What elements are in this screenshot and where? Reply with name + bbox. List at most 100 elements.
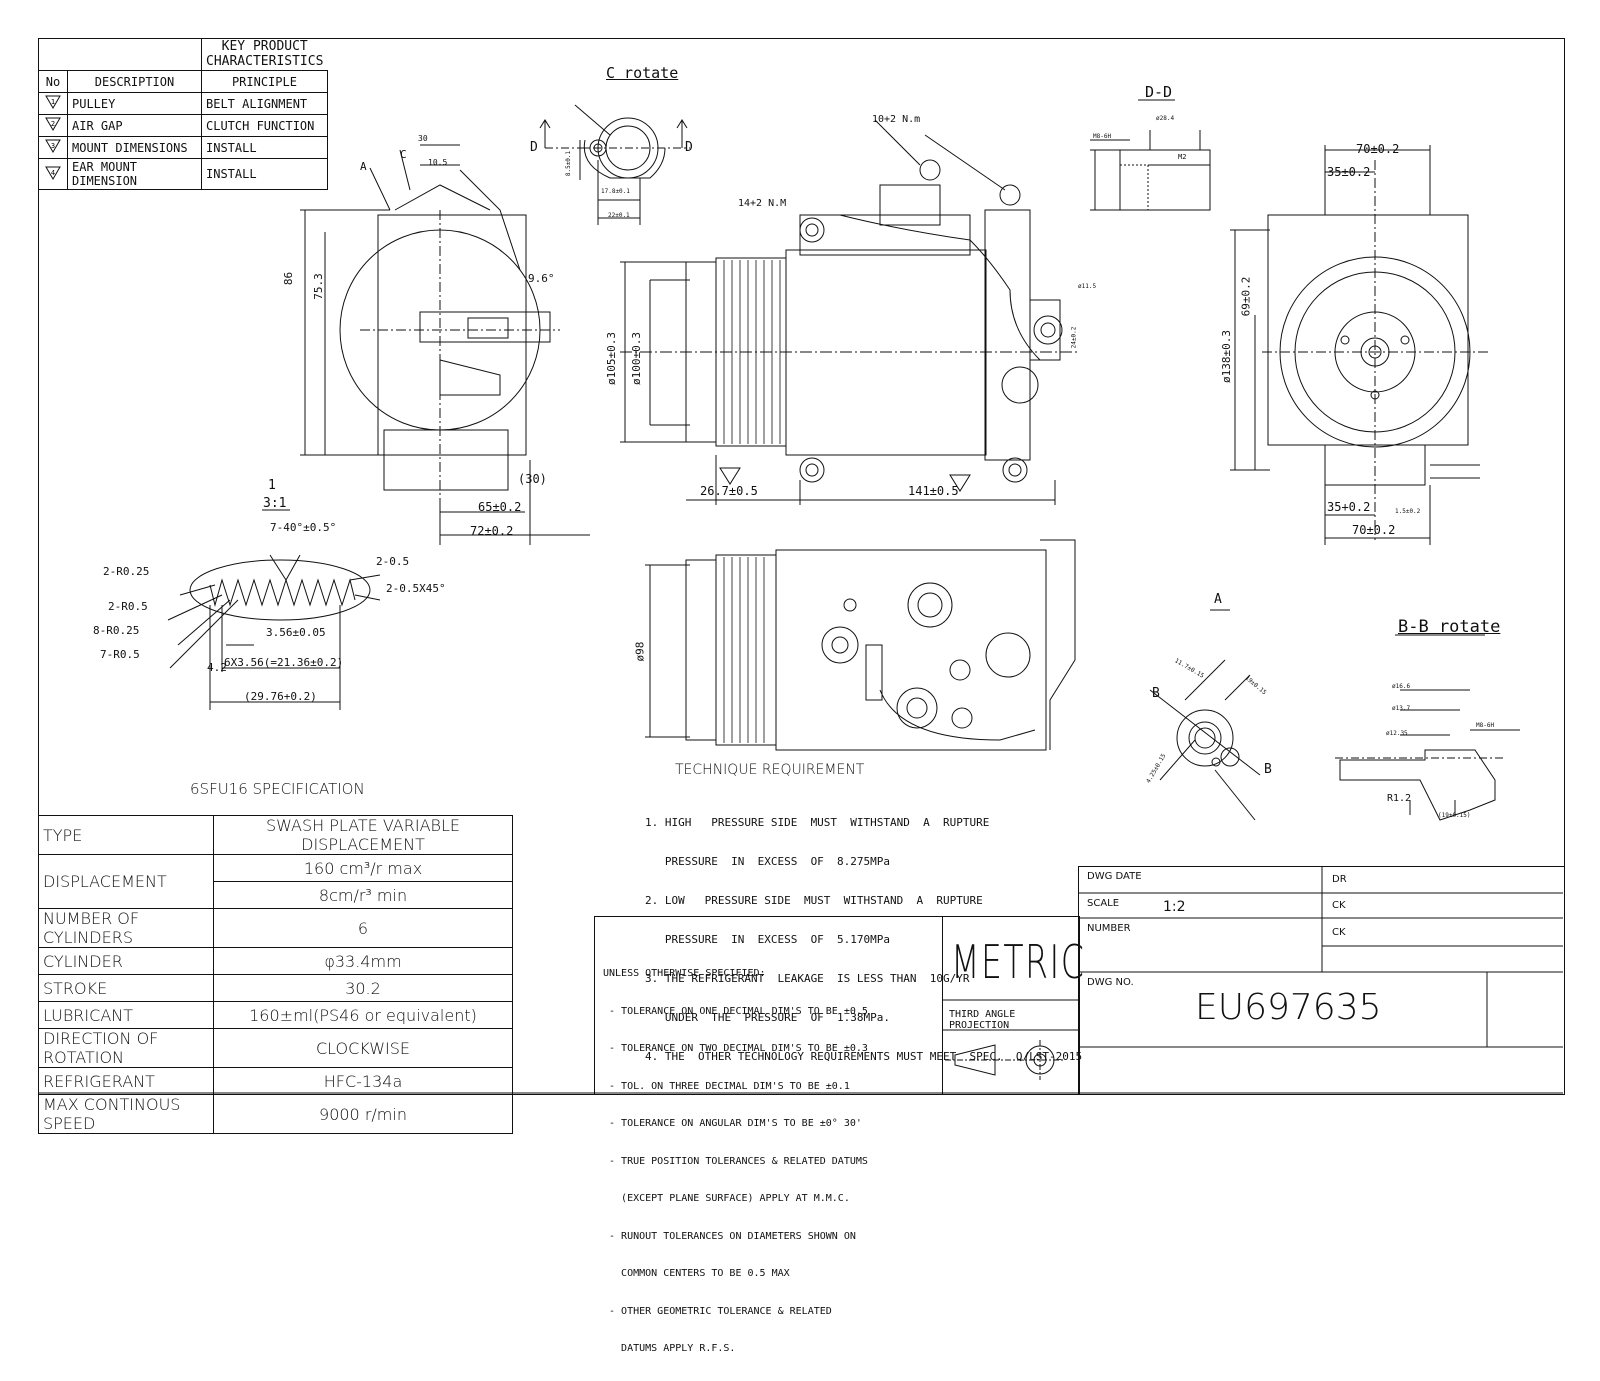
dim-lower-d98: ø98 bbox=[633, 641, 647, 662]
tolerance-line: UNLESS OTHERWISE SPECIFIED: bbox=[603, 968, 766, 979]
dd-view bbox=[1090, 99, 1211, 211]
svg-text:1: 1 bbox=[51, 98, 55, 106]
kpc-description: MOUNT DIMENSIONS bbox=[67, 136, 202, 159]
scale-label: SCALE bbox=[1087, 898, 1120, 909]
kpc-triangle-icon: 2 bbox=[45, 117, 61, 131]
lower-view bbox=[645, 539, 1076, 751]
spec-label: LUBRICANT bbox=[38, 1001, 214, 1029]
dim-torque-2: 14+2 N.M bbox=[738, 198, 787, 209]
groove-detail bbox=[167, 509, 381, 710]
dim-right-69: 69±0.2 bbox=[1239, 276, 1253, 317]
detail-scale: 3:1 bbox=[263, 496, 287, 511]
dim-c-22: 22±0.1 bbox=[608, 212, 630, 219]
technique-title: TECHNIQUE REQUIREMENT bbox=[675, 762, 865, 778]
spec-label: DIRECTION OF ROTATION bbox=[38, 1028, 214, 1068]
kpc-triangle-icon: 4 bbox=[45, 166, 61, 180]
dim-right-15: 1.5±0.2 bbox=[1395, 508, 1421, 515]
table-row: 2 AIR GAP CLUTCH FUNCTION bbox=[38, 114, 328, 137]
spec-label: MAX CONTINOUS SPEED bbox=[38, 1094, 214, 1134]
dim-groove-8r025: 8-R0.25 bbox=[93, 624, 140, 637]
dim-groove-2976: (29.76+0.2) bbox=[244, 690, 317, 703]
kpc-triangle-icon: 3 bbox=[45, 139, 61, 153]
spec-title: 6SFU16 SPECIFICATION bbox=[190, 780, 365, 798]
spec-value: 30.2 bbox=[213, 974, 513, 1002]
title-block: DWG DATE DR SCALE 1:2 CK NUMBER CK DWG N… bbox=[1078, 866, 1565, 1095]
title-block-grid bbox=[942, 866, 1563, 1048]
dim-dd-28: ø28.4 bbox=[1156, 115, 1175, 122]
dim-groove-356: 3.56±0.05 bbox=[266, 626, 326, 639]
spec-value: φ33.4mm bbox=[213, 947, 513, 975]
kpc-title: KEY PRODUCT CHARACTERISTICS bbox=[201, 38, 328, 71]
technique-line: PRESSURE IN EXCESS OF 8.275MPa bbox=[645, 855, 891, 868]
dim-side-105: 10.5 bbox=[428, 158, 448, 167]
dim-groove-42: 4.2 bbox=[207, 661, 227, 674]
kpc-description: EAR MOUNT DIMENSION bbox=[67, 158, 202, 190]
dim-267: 26.7±0.5 bbox=[700, 484, 758, 498]
dim-side-86: 86 bbox=[282, 271, 296, 286]
spec-label: CYLINDER bbox=[38, 947, 214, 975]
projection-symbol bbox=[945, 1040, 1065, 1080]
a-view bbox=[1149, 609, 1261, 821]
dim-groove-r025: 2-R0.25 bbox=[103, 565, 150, 578]
spec-value: HFC-134a bbox=[213, 1067, 513, 1095]
spec-value: SWASH PLATE VARIABLE DISPLACEMENT bbox=[213, 815, 513, 855]
tolerance-line: DATUMS APPLY R.F.S. bbox=[603, 1343, 736, 1354]
dim-side-753: 75.3 bbox=[311, 273, 325, 300]
tolerance-line: - TOLERANCE ON TWO DECIMAL DIM'S TO BE ±… bbox=[603, 1043, 868, 1054]
dwg-number: EU697635 bbox=[1195, 987, 1382, 1028]
svg-text:3: 3 bbox=[51, 142, 55, 150]
dim-24: 24±0.2 bbox=[1070, 326, 1078, 349]
spec-value: 160 cm³/r max bbox=[213, 854, 513, 882]
dim-right-35-top: 35±0.2 bbox=[1327, 165, 1371, 179]
svg-text:2: 2 bbox=[51, 120, 55, 128]
dim-c-17: 17.8±0.1 bbox=[601, 188, 630, 195]
dim-side-30p: (30) bbox=[518, 472, 547, 486]
dim-bb-m8: M8-6H bbox=[1476, 722, 1495, 729]
dim-right-138: ø138±0.3 bbox=[1219, 330, 1233, 383]
tolerance-line: COMMON CENTERS TO BE 0.5 MAX bbox=[603, 1268, 790, 1279]
tolerance-line: (EXCEPT PLANE SURFACE) APPLY AT M.M.C. bbox=[603, 1193, 850, 1204]
dim-side-96: 9.6° bbox=[528, 272, 555, 285]
spec-value: CLOCKWISE bbox=[213, 1028, 513, 1068]
table-row: 4 EAR MOUNT DIMENSION INSTALL bbox=[38, 158, 328, 190]
table-row: 3 MOUNT DIMENSIONS INSTALL bbox=[38, 136, 328, 159]
kpc-principle: INSTALL bbox=[201, 158, 328, 190]
c-rotate-view bbox=[539, 104, 690, 225]
dim-right-35-bot: 35+0.2 bbox=[1327, 500, 1371, 514]
ck1-label: CK bbox=[1332, 900, 1346, 911]
right-view bbox=[1230, 145, 1490, 545]
table-row: 1 PULLEY BELT ALIGNMENT bbox=[38, 92, 328, 115]
marker-b1: B bbox=[1152, 686, 1160, 701]
spec-label: TYPE bbox=[38, 815, 214, 855]
scale-value: 1:2 bbox=[1163, 899, 1186, 915]
dim-dd-m2: M2 bbox=[1178, 153, 1187, 161]
marker-c: C bbox=[400, 148, 407, 161]
dim-right-70-bot: 70±0.2 bbox=[1352, 523, 1396, 537]
dim-groove-6x356: 6X3.56(=21.36±0.2) bbox=[224, 656, 344, 669]
ck2-label: CK bbox=[1332, 927, 1346, 938]
front-view bbox=[620, 119, 1080, 505]
tolerance-line: - RUNOUT TOLERANCES ON DIAMETERS SHOWN O… bbox=[603, 1230, 856, 1242]
table-row: 8cm/r³ min bbox=[39, 881, 513, 909]
tolerance-line: - OTHER GEOMETRIC TOLERANCE & RELATED bbox=[603, 1305, 832, 1317]
spec-label: NUMBER OF CYLINDERS bbox=[38, 908, 214, 948]
dim-side-30: 30 bbox=[418, 134, 428, 143]
dim-c-8: 8.5±0.1 bbox=[565, 150, 573, 177]
dim-groove-angle: 7-40°±0.5° bbox=[270, 521, 337, 534]
technical-drawing bbox=[38, 99, 1563, 1094]
spec-value: 160±ml(PS46 or equivalent) bbox=[213, 1001, 513, 1029]
dim-groove-205: 2-0.5 bbox=[376, 555, 410, 568]
dim-groove-r05: 2-R0.5 bbox=[108, 600, 148, 613]
technique-line: PRESSURE IN EXCESS OF 5.170MPa bbox=[645, 933, 891, 946]
dim-bb-166: ø16.6 bbox=[1392, 683, 1411, 690]
dim-torque-1: 10+2 N.m bbox=[872, 114, 921, 125]
detail-label: 1 bbox=[268, 478, 276, 493]
view-label-a: A bbox=[1214, 592, 1222, 607]
kpc-header-principle: PRINCIPLE bbox=[201, 70, 328, 93]
tolerance-line: - TOLERANCE ON ONE DECIMAL DIM'S TO BE ±… bbox=[603, 1005, 868, 1017]
side-view bbox=[300, 144, 590, 545]
